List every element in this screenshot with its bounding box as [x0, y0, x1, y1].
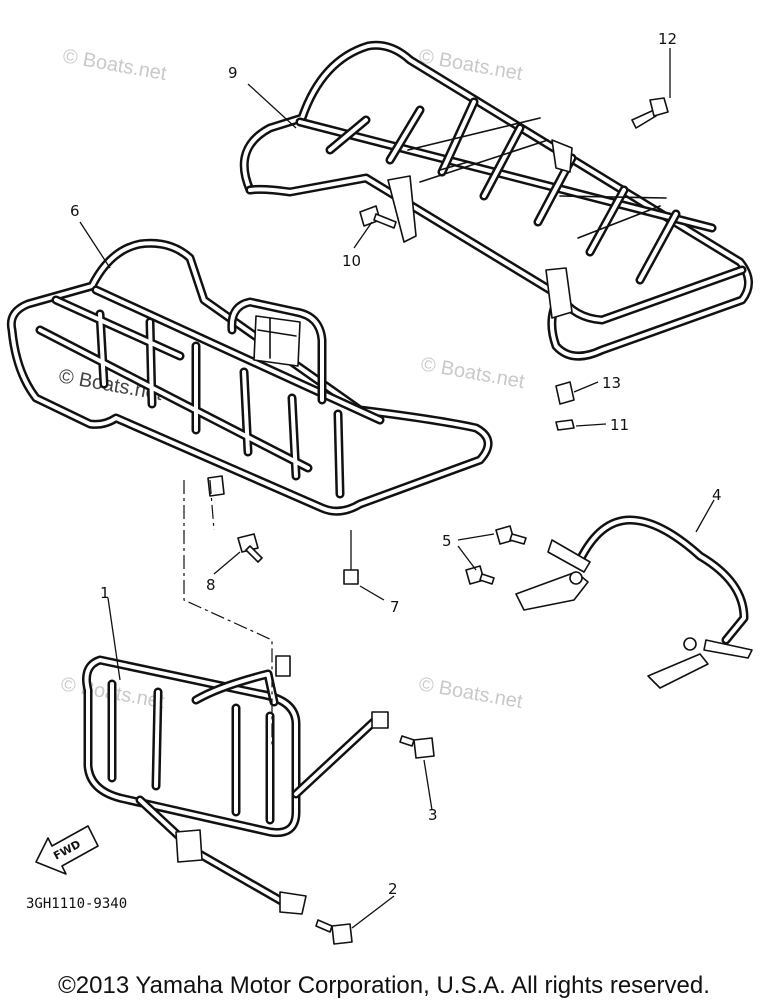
callout-2: 2 — [388, 880, 398, 898]
bolt-12 — [631, 97, 669, 129]
diagram-code: 3GH1110-9340 — [26, 896, 127, 912]
copyright-notice: ©2013 Yamaha Motor Corporation, U.S.A. A… — [58, 972, 710, 999]
callout-12: 12 — [658, 30, 677, 48]
bolt-5-upper — [495, 525, 527, 545]
watermark: © Boats.net — [417, 673, 524, 713]
front-carrier — [6, 238, 493, 516]
fwd-arrow-icon: FWD — [35, 825, 99, 875]
bolt-8 — [237, 533, 263, 563]
bolt-3 — [399, 735, 435, 759]
assembly-line — [183, 480, 273, 745]
clip-13 — [555, 381, 575, 405]
bolt-10 — [359, 205, 397, 229]
pin-11 — [555, 419, 575, 431]
side-bracket — [515, 515, 753, 689]
front-guard-frame — [82, 655, 389, 915]
bolt-2 — [315, 919, 353, 945]
callout-9: 9 — [228, 64, 238, 82]
callout-8: 8 — [206, 576, 216, 594]
bolt-5-lower — [465, 565, 495, 585]
callout-10: 10 — [342, 252, 361, 270]
assembly-line — [209, 479, 215, 531]
callout-11: 11 — [610, 416, 629, 434]
bolt-7 — [343, 530, 359, 585]
watermark: © Boats.net — [61, 45, 168, 85]
callout-3: 3 — [428, 806, 438, 824]
callout-13: 13 — [602, 374, 621, 392]
callout-5: 5 — [442, 532, 452, 550]
leader-lines — [79, 48, 715, 929]
rear-carrier — [239, 40, 753, 361]
watermark: © Boats.net — [419, 353, 526, 393]
callout-1: 1 — [100, 584, 110, 602]
callout-6: 6 — [70, 202, 80, 220]
callout-4: 4 — [712, 486, 722, 504]
callout-7: 7 — [390, 598, 400, 616]
